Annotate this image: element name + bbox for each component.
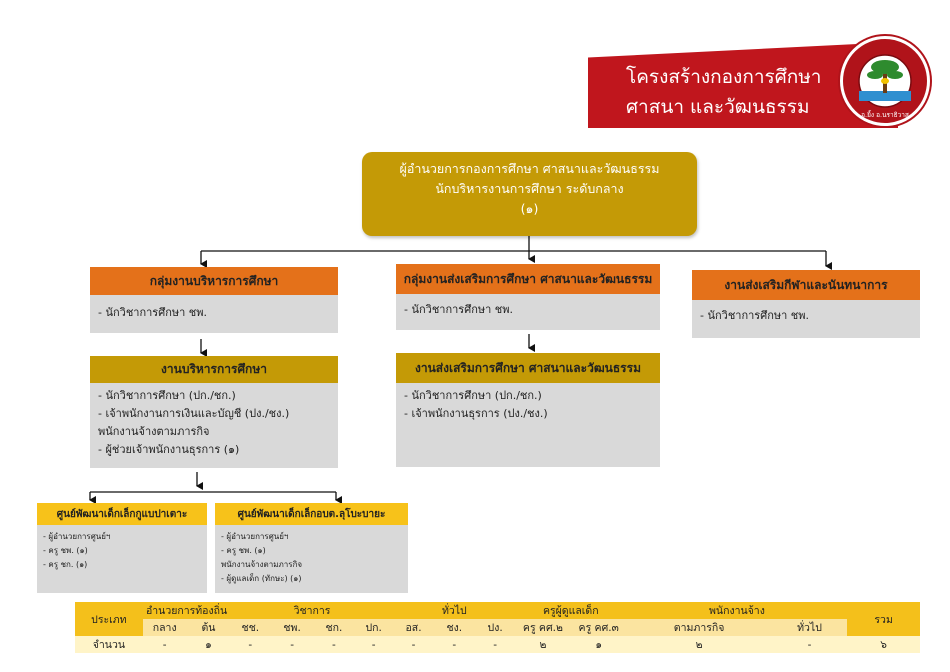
value-cell: -	[433, 636, 476, 653]
list-item: - ผู้อำนวยการศูนย์ฯ	[43, 532, 111, 541]
value-cell: ๑	[570, 636, 627, 653]
list-item: - เจ้าพนักงานการเงินและบัญชี (ปง./ชง.)	[98, 407, 290, 420]
subheader-cell: ชพ.	[270, 619, 314, 636]
list-item: - ครู ชพ. (๑)	[221, 546, 266, 555]
subheader-cell: ปง.	[475, 619, 516, 636]
list-item: - นักวิชาการศึกษา ชพ.	[404, 303, 513, 316]
group-header: ครูผู้ดูแลเด็ก	[515, 602, 627, 619]
admin-group-body: - นักวิชาการศึกษา ชพ.	[90, 295, 338, 333]
value-cell: -	[313, 636, 354, 653]
list-item: พนักงานจ้างตามภารกิจ	[221, 560, 303, 569]
promo-group-body: - นักวิชาการศึกษา ชพ.	[396, 294, 660, 330]
list-item: - นักวิชาการศึกษา ชพ.	[700, 309, 809, 322]
list-item: พนักงานจ้างตามภารกิจ	[98, 425, 210, 438]
value-cell: -	[475, 636, 516, 653]
group-header: ทั่วไป	[393, 602, 516, 619]
sports-body: - นักวิชาการศึกษา ชพ.	[692, 300, 920, 338]
director-title: ผู้อำนวยการกองการศึกษา ศาสนาและวัฒนธรรม	[399, 161, 660, 176]
subheader-cell: ต้น	[186, 619, 231, 636]
seal-bottom-text: อ.ยิ้ง อ.นราธิวาส	[861, 110, 909, 119]
admin-work-header: งานบริหารการศึกษา	[90, 356, 338, 383]
list-item: - ผู้อำนวยการศูนย์ฯ	[221, 532, 289, 541]
value-cell: ๑	[186, 636, 231, 653]
director-count: (๑)	[520, 201, 539, 216]
promo-group-title: กลุ่มงานส่งเสริมการศึกษา ศาสนาและวัฒนธรร…	[403, 271, 653, 286]
subheader-cell: ชช.	[230, 619, 271, 636]
value-cell: -	[270, 636, 314, 653]
value-cell: ๒	[515, 636, 571, 653]
total-cell: ๖	[847, 636, 920, 653]
promo-work-body: - นักวิชาการศึกษา (ปก./ชก.) - เจ้าพนักงา…	[396, 383, 660, 467]
director-position: นักบริหารงานการศึกษา ระดับกลาง	[435, 181, 624, 196]
subheader-cell: ปก.	[353, 619, 394, 636]
center1-header: ศูนย์พัฒนาเด็กเล็กกูแบปาเตาะ	[37, 503, 207, 525]
subheader-cell: อส.	[393, 619, 434, 636]
admin-group-title: กลุ่มงานบริหารการศึกษา	[149, 273, 279, 288]
sports-title: งานส่งเสริมกีฬาและนันทนาการ	[724, 277, 888, 292]
table-row: จำนวน - ๑ - - - - - - - ๒ ๑ ๒ - ๖	[75, 636, 920, 653]
value-cell: ๒	[626, 636, 772, 653]
value-cell: -	[771, 636, 848, 653]
value-cell: -	[353, 636, 394, 653]
admin-group-header: กลุ่มงานบริหารการศึกษา	[90, 267, 338, 295]
center1-title: ศูนย์พัฒนาเด็กเล็กกูแบปาเตาะ	[56, 508, 188, 520]
subheader-cell: ตามภารกิจ	[626, 619, 772, 636]
list-item: - ครู ชก. (๑)	[43, 560, 88, 569]
subheader-cell: ทั่วไป	[771, 619, 848, 636]
center1-body: - ผู้อำนวยการศูนย์ฯ - ครู ชพ. (๑) - ครู …	[37, 525, 207, 593]
subheader-cell: ครู คศ.๓	[570, 619, 627, 636]
list-item: - ครู ชพ. (๑)	[43, 546, 88, 555]
table-header-row: ประเภท อำนวยการท้องถิ่น วิชาการ ทั่วไป ค…	[75, 602, 920, 636]
type-header: ประเภท	[75, 602, 143, 636]
page-title-line1: โครงสร้างกองการศึกษา	[626, 66, 822, 88]
table-subheader-row: กลาง ต้น ชช. ชพ. ชก. ปก. อส. ชง. ปง. ครู…	[75, 619, 920, 636]
group-header: วิชาการ	[230, 602, 394, 619]
seal-emblem: อ.ยิ้ง อ.นราธิวาส	[858, 54, 912, 119]
value-cell: -	[230, 636, 271, 653]
list-item: - นักวิชาการศึกษา (ปก./ชก.)	[404, 389, 542, 402]
list-item: - นักวิชาการศึกษา ชพ.	[98, 306, 207, 319]
group-header: อำนวยการท้องถิ่น	[142, 602, 231, 619]
promo-work-title: งานส่งเสริมการศึกษา ศาสนาและวัฒนธรรม	[415, 360, 641, 375]
promo-work-header: งานส่งเสริมการศึกษา ศาสนาและวัฒนธรรม	[396, 353, 660, 383]
admin-work-body: - นักวิชาการศึกษา (ปก./ชก.) - เจ้าพนักงา…	[90, 383, 338, 468]
organization-seal-icon: อ.ยิ้ง อ.นราธิวาส	[840, 36, 930, 126]
subheader-cell: กลาง	[142, 619, 187, 636]
subheader-cell: ครู คศ.๒	[515, 619, 571, 636]
list-item: - เจ้าพนักงานธุรการ (ปง./ชง.)	[404, 407, 548, 420]
list-item: - นักวิชาการศึกษา (ปก./ชก.)	[98, 389, 236, 402]
center2-header: ศูนย์พัฒนาเด็กเล็กอบต.ลุโบะบายะ	[215, 503, 408, 525]
list-item: - ผู้ดูแลเด็ก (ทักษะ) (๑)	[221, 574, 302, 583]
admin-work-title: งานบริหารการศึกษา	[161, 362, 267, 376]
sports-header: งานส่งเสริมกีฬาและนันทนาการ	[692, 270, 920, 300]
subheader-cell: ชง.	[433, 619, 476, 636]
value-cell: -	[393, 636, 434, 653]
center2-body: - ผู้อำนวยการศูนย์ฯ - ครู ชพ. (๑) พนักงา…	[215, 525, 408, 593]
promo-group-header: กลุ่มงานส่งเสริมการศึกษา ศาสนาและวัฒนธรร…	[396, 264, 660, 294]
page-title: โครงสร้างกองการศึกษา ศาสนา และวัฒนธรรม	[626, 62, 846, 122]
subheader-cell: ชก.	[313, 619, 354, 636]
center2-title: ศูนย์พัฒนาเด็กเล็กอบต.ลุโบะบายะ	[237, 508, 386, 520]
director-box: ผู้อำนวยการกองการศึกษา ศาสนาและวัฒนธรรม …	[362, 152, 697, 236]
group-header: พนักงานจ้าง	[626, 602, 848, 619]
total-header: รวม	[847, 602, 920, 636]
staff-table: ประเภท อำนวยการท้องถิ่น วิชาการ ทั่วไป ค…	[75, 602, 920, 653]
value-cell: -	[142, 636, 187, 653]
page-title-line2: ศาสนา และวัฒนธรรม	[626, 96, 810, 118]
list-item: - ผู้ช่วยเจ้าพนักงานธุรการ (๑)	[98, 443, 240, 456]
row-label: จำนวน	[75, 636, 143, 653]
